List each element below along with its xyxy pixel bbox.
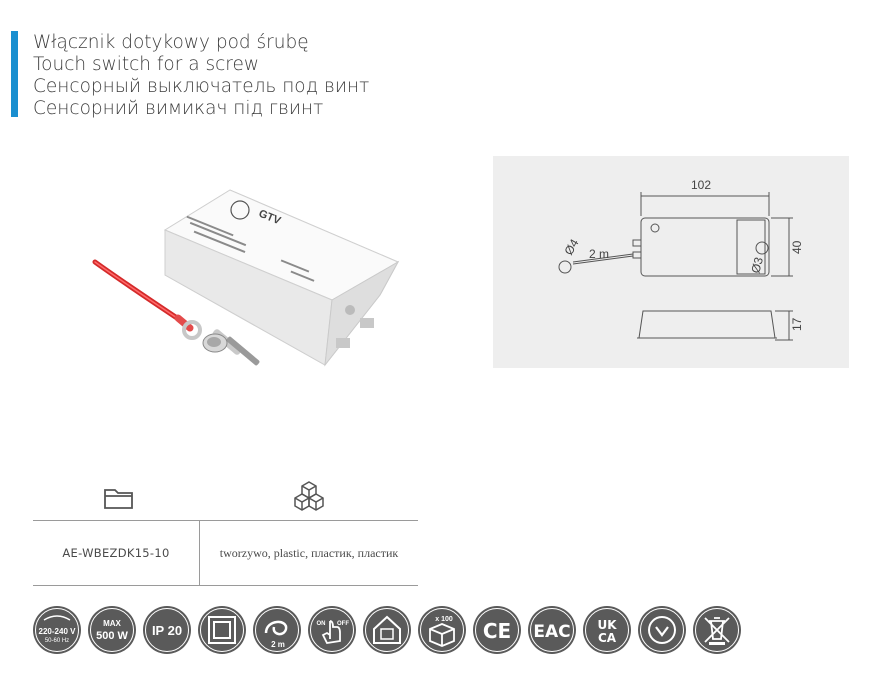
package-quantity-badge: x 100 bbox=[417, 605, 467, 655]
title-pl: Włącznik dotykowy pod śrubę bbox=[33, 32, 309, 53]
dim-hole: Ø3 bbox=[748, 255, 766, 274]
ukca-mark-badge: UK CA bbox=[582, 605, 632, 655]
svg-text:OFF: OFF bbox=[337, 621, 349, 627]
dim-cable: 2 m bbox=[589, 247, 609, 261]
weee-bin-icon bbox=[692, 605, 742, 655]
svg-text:ON: ON bbox=[317, 621, 326, 627]
class-ii-icon bbox=[197, 605, 247, 655]
info-table: AE-WBEZDK15-10 tworzywo, plastic, пласти… bbox=[33, 520, 418, 586]
touch-switch-icon: ON OFF bbox=[307, 605, 357, 655]
info-header bbox=[33, 470, 418, 520]
product-code: AE-WBEZDK15-10 bbox=[33, 521, 200, 585]
svg-text:EAC: EAC bbox=[533, 622, 570, 642]
product-material: tworzywo, plastic, пластик, пластик bbox=[219, 545, 399, 560]
ce-mark-badge: CE bbox=[472, 605, 522, 655]
eac-mark-badge: EAC bbox=[527, 605, 577, 655]
svg-text:220-240 V: 220-240 V bbox=[39, 627, 77, 636]
svg-text:CE: CE bbox=[483, 619, 511, 643]
power-badge: MAX 500 W bbox=[87, 605, 137, 655]
dim-ring: Ø4 bbox=[561, 236, 581, 257]
svg-text:2 m: 2 m bbox=[271, 640, 285, 649]
feature-badges: 220-240 V 50-60 Hz MAX 500 W IP 20 2 m O… bbox=[32, 605, 752, 657]
folder-icon bbox=[99, 478, 139, 518]
voltage-badge: 220-240 V 50-60 Hz bbox=[32, 605, 82, 655]
boxes-icon bbox=[289, 478, 329, 518]
dim-height: 40 bbox=[790, 240, 804, 254]
title-ru: Сенсорный выключатель под винт bbox=[33, 76, 370, 97]
svg-text:x 100: x 100 bbox=[435, 616, 453, 623]
ip-rating-badge: IP 20 bbox=[142, 605, 192, 655]
product-photo: GTV bbox=[80, 170, 420, 410]
technical-drawing: 102 2 m 40 17 Ø4 Ø3 bbox=[493, 156, 849, 368]
dim-length: 102 bbox=[691, 178, 711, 192]
svg-text:IP 20: IP 20 bbox=[152, 623, 182, 638]
indoor-use-icon bbox=[362, 605, 412, 655]
svg-text:500 W: 500 W bbox=[96, 630, 128, 642]
recycle-icon bbox=[637, 605, 687, 655]
svg-text:UK: UK bbox=[597, 618, 617, 632]
dim-depth: 17 bbox=[790, 317, 804, 331]
svg-text:50-60 Hz: 50-60 Hz bbox=[45, 638, 69, 644]
cable-length-badge: 2 m bbox=[252, 605, 302, 655]
product-titles: Włącznik dotykowy pod śrubę Touch switch… bbox=[33, 32, 369, 120]
title-en: Touch switch for a screw bbox=[33, 54, 259, 75]
title-accent-bar bbox=[11, 31, 18, 117]
title-ua: Сенсорний вимикач під гвинт bbox=[33, 98, 324, 119]
svg-text:CA: CA bbox=[598, 631, 617, 645]
svg-text:MAX: MAX bbox=[103, 619, 121, 628]
